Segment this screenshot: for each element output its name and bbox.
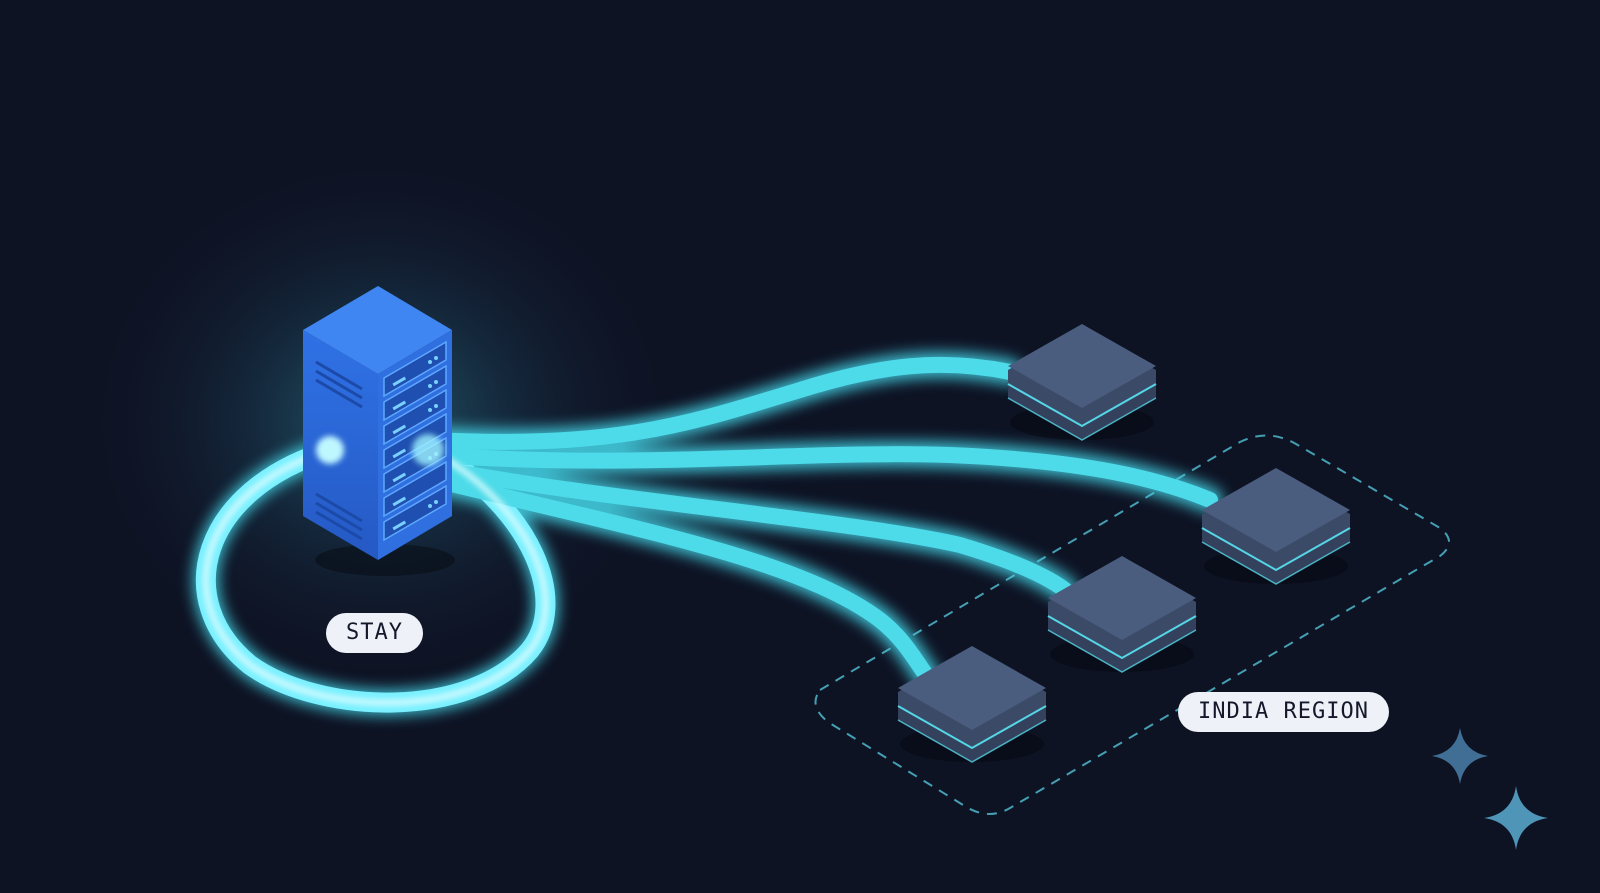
server-rack-icon bbox=[303, 286, 455, 576]
node-block-icon bbox=[897, 646, 1047, 763]
cable-loop-highlight bbox=[202, 447, 549, 706]
cable-to-node-4 bbox=[427, 472, 936, 686]
cable-to-node-2 bbox=[427, 446, 1218, 508]
node-block-icon bbox=[1201, 468, 1351, 585]
india-region-label: INDIA REGION bbox=[1178, 692, 1389, 732]
node-block-icon bbox=[1007, 324, 1157, 441]
sparkle-icon bbox=[1484, 786, 1548, 850]
region-outline bbox=[814, 434, 1450, 815]
stay-label: STAY bbox=[326, 613, 423, 653]
node-block-icon bbox=[1047, 556, 1197, 673]
cable-to-node-1 bbox=[427, 356, 1018, 450]
cable-to-node-3 bbox=[427, 460, 1073, 598]
sparkle-icon bbox=[1432, 728, 1488, 784]
